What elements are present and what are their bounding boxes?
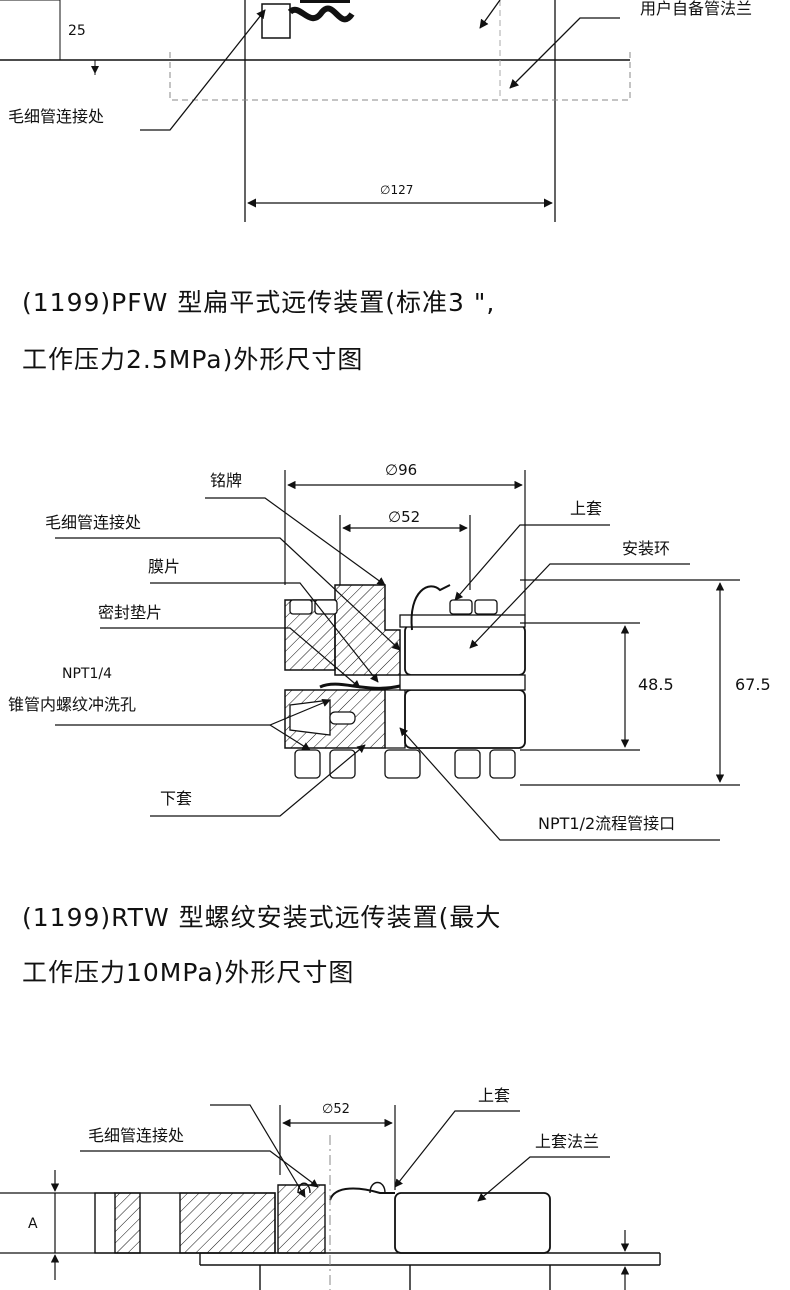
- dim-d96-label: ∅96: [385, 461, 417, 479]
- process-port-label: NPT1/2流程管接口: [538, 814, 675, 833]
- capillary-connection-label: 毛细管连接处: [8, 107, 104, 126]
- pfw-drawing: ∅96 ∅52 48.5 67.5 铭牌 毛细管连接处 膜片 密封垫片 NPT1…: [8, 461, 771, 841]
- user-flange-label: 用户自备管法兰: [640, 0, 752, 18]
- pfw-title-line2: 工作压力2.5MPa)外形尺寸图: [22, 345, 364, 374]
- capillary-label: 毛细管连接处: [45, 513, 141, 532]
- rtw-upper-sleeve-label: 上套: [478, 1086, 510, 1105]
- rtw-upper-flange-label: 上套法兰: [535, 1132, 599, 1151]
- gasket-label: 密封垫片: [98, 603, 162, 622]
- dim-67-5-label: 67.5: [735, 675, 771, 694]
- pfw-title-line1: (1199)PFW 型扁平式远传装置(标准3 ",: [22, 288, 496, 317]
- rtw-title-line2: 工作压力10MPa)外形尺寸图: [22, 958, 355, 987]
- rtw-dim-a-label: A: [28, 1216, 38, 1232]
- rtw-capillary-label: 毛细管连接处: [88, 1126, 184, 1145]
- dim-48-5-label: 48.5: [638, 675, 674, 694]
- npt14-label: NPT1/4: [62, 666, 112, 682]
- top-drawing: 25 毛细管连接处 用户自备管法兰 ∅127: [0, 0, 752, 222]
- rtw-drawing: ∅52 A 毛细管连接处 上套 上套法兰: [0, 1086, 661, 1290]
- rtw-dim-d52-label: ∅52: [322, 1102, 350, 1117]
- nameplate-label: 铭牌: [210, 471, 242, 490]
- diaphragm-label: 膜片: [148, 557, 180, 576]
- rtw-title-line1: (1199)RTW 型螺纹安装式远传装置(最大: [22, 903, 502, 932]
- dim-127-label: ∅127: [380, 183, 413, 197]
- mounting-ring-label: 安装环: [622, 539, 670, 558]
- lower-sleeve-label: 下套: [160, 789, 192, 808]
- dim-25-label: 25: [68, 23, 86, 39]
- flush-hole-label: 锥管内螺纹冲洗孔: [8, 695, 136, 714]
- upper-sleeve-label: 上套: [570, 499, 602, 518]
- dim-d52-label: ∅52: [388, 508, 420, 526]
